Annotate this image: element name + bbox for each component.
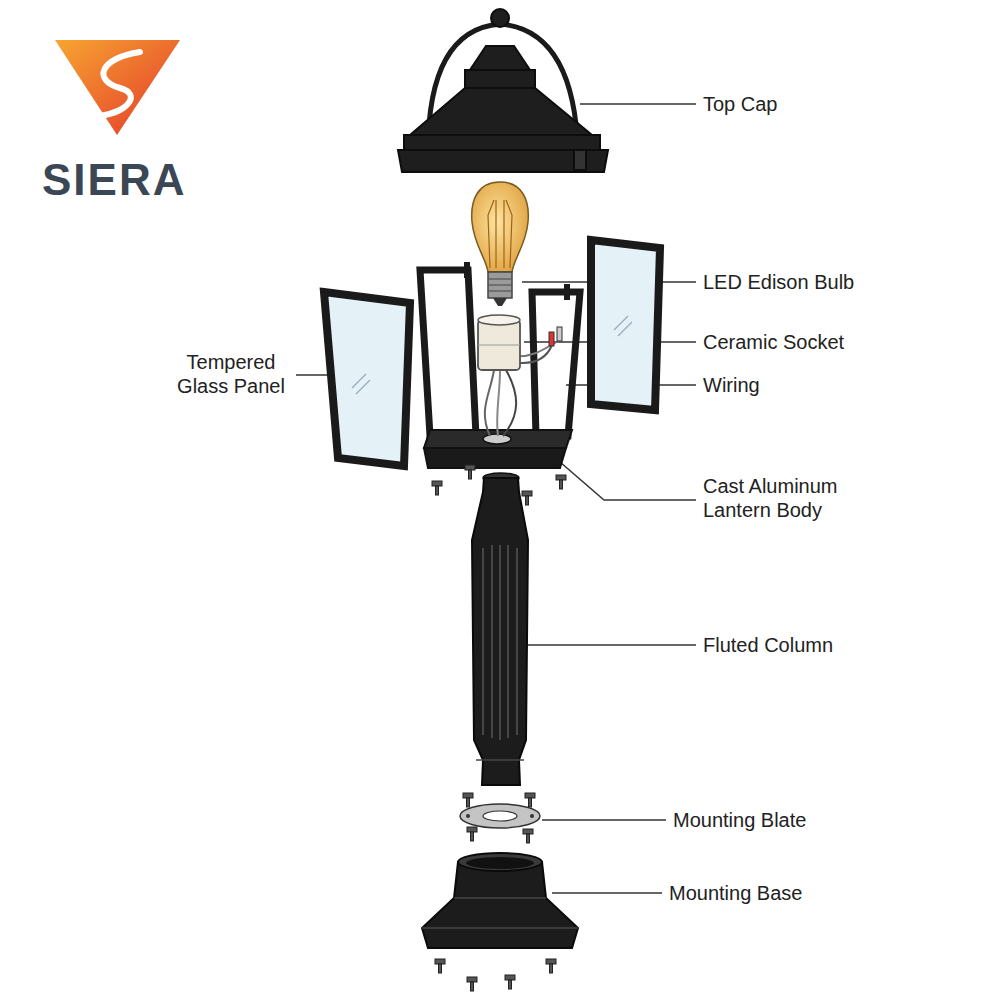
part-label: LED Edison Bulb bbox=[703, 270, 854, 294]
logo-text: SIERA bbox=[42, 154, 186, 207]
lantern-body bbox=[420, 262, 580, 468]
top-cap bbox=[398, 9, 608, 172]
fluted-column bbox=[472, 473, 528, 785]
mounting-plate bbox=[460, 804, 540, 828]
glass-panels bbox=[324, 240, 660, 466]
part-label: Mounting Base bbox=[669, 881, 802, 905]
logo-mark bbox=[55, 40, 180, 135]
part-label: Fluted Column bbox=[703, 633, 833, 657]
part-label: Wiring bbox=[703, 373, 760, 397]
mounting-base bbox=[422, 853, 578, 948]
part-label: Ceramic Socket bbox=[703, 330, 844, 354]
part-label: Cast Aluminum Lantern Body bbox=[703, 474, 878, 522]
ceramic-socket bbox=[478, 315, 562, 436]
part-label: Tempered Glass Panel bbox=[171, 350, 291, 398]
part-label: Top Cap bbox=[703, 92, 778, 116]
part-label: Mounting Blate bbox=[673, 808, 806, 832]
leader-lines bbox=[296, 104, 696, 893]
edison-bulb bbox=[472, 182, 529, 306]
